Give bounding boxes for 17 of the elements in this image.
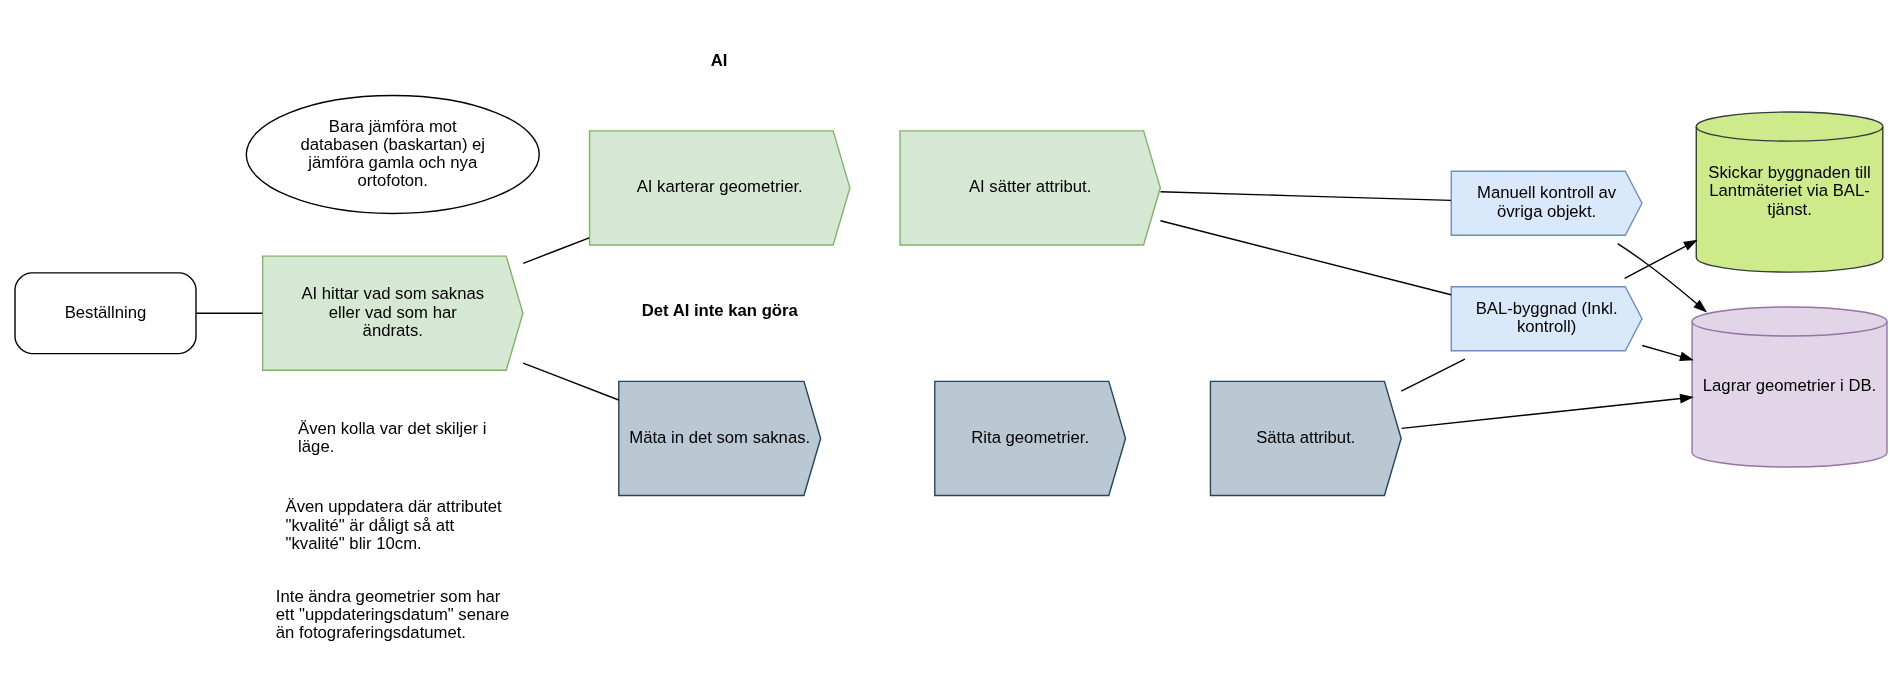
label: Även uppdatera där attributet "kvalité" är dåligt så att "kvalité" blir 10cm.	[285, 497, 502, 553]
connector	[1400, 358, 1466, 392]
connector	[522, 362, 620, 401]
label: Även kolla var det skiljer i läge.	[298, 418, 487, 456]
arrow	[1616, 243, 1708, 313]
connector	[522, 237, 590, 264]
connector	[1159, 220, 1452, 296]
arrow	[1400, 393, 1694, 430]
arrow	[1623, 239, 1698, 280]
arrow	[1641, 344, 1694, 362]
connector	[1159, 191, 1452, 202]
node-ellipse: Bara jämföra mot databasen (baskartan) ej jämföra gamla och nya ortofoton.	[245, 94, 540, 215]
connector	[195, 312, 264, 314]
node-box: Beställning	[14, 272, 197, 355]
label: AI	[710, 50, 728, 70]
label: Inte ändra geometrier som har ett "uppdateringsdatum" senare än fotograferingsdatumet.	[275, 586, 510, 642]
label: Det AI inte kan göra	[641, 301, 798, 321]
